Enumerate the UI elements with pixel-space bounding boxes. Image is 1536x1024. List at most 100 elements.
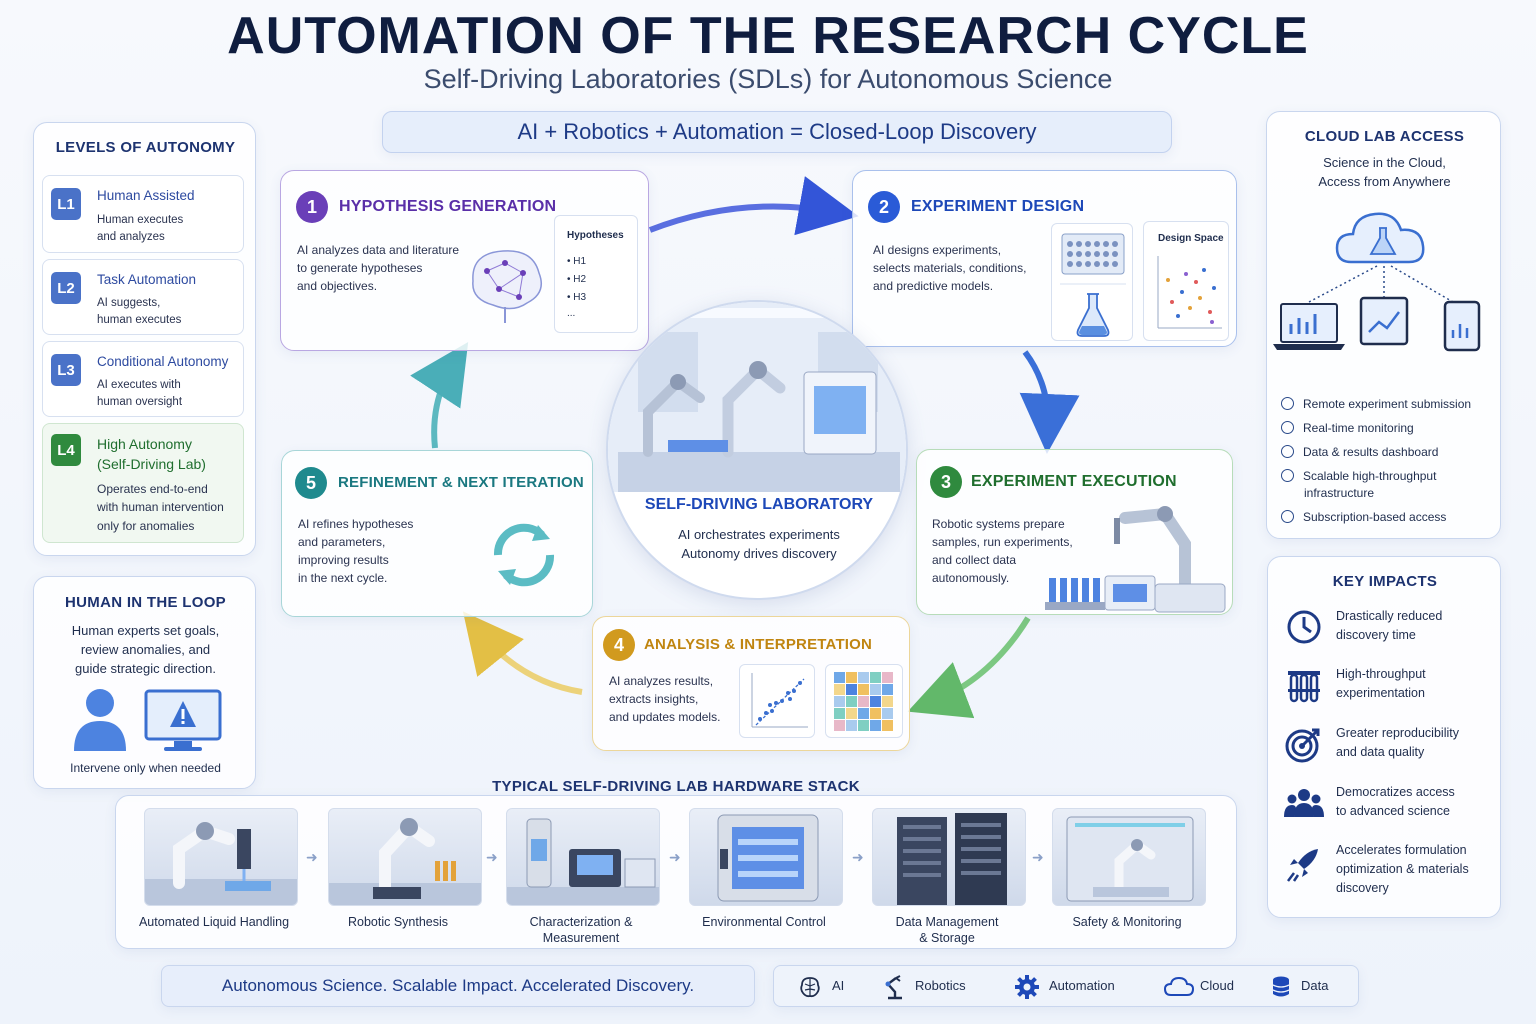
- hub-title: SELF-DRIVING LABORATORY: [644, 496, 874, 513]
- level-card-l4: L4 High Autonomy (Self-Driving Lab) Oper…: [42, 423, 244, 543]
- hardware-label: Characterization &Measurement: [529, 915, 633, 945]
- step-number: 2: [868, 191, 900, 223]
- step-desc-line: extracts insights,: [609, 692, 699, 706]
- check-icon: [1281, 510, 1294, 523]
- level-desc: Operates end-to-end: [97, 482, 208, 496]
- step-desc-line: autonomously.: [932, 571, 1010, 585]
- page-title: AUTOMATION OF THE RESEARCH CYCLE: [227, 7, 1309, 65]
- step-title: REFINEMENT & NEXT ITERATION: [338, 474, 584, 491]
- step-title: EXPERIMENT EXECUTION: [971, 473, 1177, 490]
- page-subtitle: Self-Driving Laboratories (SDLs) for Aut…: [423, 64, 1113, 94]
- step-desc-line: improving results: [298, 553, 389, 567]
- step-number: 3: [930, 466, 962, 498]
- step-title: ANALYSIS & INTERPRETATION: [644, 636, 873, 653]
- hardware-label: Automated Liquid Handling: [138, 915, 290, 929]
- cloud-feature: Real-time monitoring: [1281, 420, 1414, 437]
- step-desc-line: selects materials, conditions,: [873, 261, 1027, 275]
- step-desc-line: and predictive models.: [873, 279, 994, 293]
- step-desc-line: to generate hypotheses: [297, 261, 423, 275]
- level-desc: human oversight: [97, 396, 183, 408]
- step-desc-line: AI refines hypotheses: [298, 517, 414, 531]
- cloud-feature: Remote experiment submission: [1281, 396, 1471, 413]
- cloud-feature: Subscription-based access: [1281, 509, 1446, 526]
- cloud-icon: [1163, 976, 1195, 996]
- human-loop-title: HUMAN IN THE LOOP: [65, 594, 226, 611]
- levels-title: LEVELS OF AUTONOMY: [55, 139, 236, 156]
- hw-arrow-icon: ➜: [486, 850, 498, 866]
- check-icon: [1281, 397, 1294, 410]
- level-badge: L2: [51, 272, 81, 304]
- cloud-devices-illustration: [1273, 212, 1481, 352]
- characterization-image: [506, 808, 660, 906]
- step-desc-line: and updates models.: [609, 710, 721, 724]
- tech-label-ai: AI: [832, 978, 845, 993]
- step-number: 5: [295, 467, 327, 499]
- target-icon: [1285, 728, 1320, 763]
- heatmap-icon: [834, 672, 893, 731]
- levels-of-autonomy-panel: LEVELS OF AUTONOMY L1 Human Assisted Hum…: [33, 122, 256, 556]
- closed-loop-banner: AI + Robotics + Automation = Closed-Loop…: [382, 111, 1172, 153]
- human-loop-caption: Intervene only when needed: [70, 761, 221, 775]
- hypothesis-item: H3: [573, 292, 587, 303]
- hardware-label: Environmental Control: [702, 915, 826, 929]
- rocket-icon: [1287, 849, 1318, 882]
- person-icon: [74, 689, 126, 751]
- database-icon: [1272, 976, 1290, 997]
- footer-tagline: Autonomous Science. Scalable Impact. Acc…: [161, 965, 755, 1007]
- hardware-label: Robotic Synthesis: [347, 915, 449, 929]
- step-desc-line: Robotic systems prepare: [932, 517, 1065, 531]
- robot-arm-icon: [885, 975, 902, 1000]
- hardware-title: TYPICAL SELF-DRIVING LAB HARDWARE STACK: [492, 778, 860, 795]
- step-desc-line: and parameters,: [298, 535, 386, 549]
- level-name: Human Assisted: [97, 188, 195, 203]
- level-name: (Self-Driving Lab): [97, 456, 206, 472]
- level-desc: AI executes with: [97, 379, 181, 391]
- hardware-label: Safety & Monitoring: [1072, 915, 1182, 929]
- hub-text: AI orchestrates experiments: [678, 527, 840, 542]
- environmental-control-image: [689, 808, 843, 906]
- tech-label-automation: Automation: [1049, 978, 1115, 993]
- step-desc-line: AI analyzes data and literature: [297, 243, 460, 257]
- step-desc-line: AI designs experiments,: [873, 243, 1002, 257]
- hw-arrow-icon: ➜: [306, 850, 318, 866]
- well-plate-flask-icon: [1060, 233, 1126, 337]
- check-icon: [1281, 445, 1294, 458]
- scatter-result-card: [739, 664, 815, 738]
- liquid-handling-image: [144, 808, 298, 906]
- cloud-feature: Data & results dashboard: [1281, 444, 1438, 461]
- hypothesis-more: ...: [567, 308, 576, 319]
- step-desc-line: and collect data: [932, 553, 1017, 567]
- step-desc-line: AI analyzes results,: [609, 674, 714, 688]
- step-refinement-next-iteration: 5 REFINEMENT & NEXT ITERATION AI refines…: [281, 450, 593, 617]
- level-desc: human executes: [97, 314, 182, 326]
- impacts-title: KEY IMPACTS: [1332, 573, 1438, 590]
- level-name: Conditional Autonomy: [97, 354, 229, 369]
- level-name: High Autonomy: [97, 436, 192, 452]
- brain-network-icon: [472, 250, 542, 323]
- technology-bar: AI Robotics Automation Cloud Data: [773, 965, 1359, 1007]
- level-desc: and analyzes: [97, 231, 165, 243]
- self-driving-lab-hub: SELF-DRIVING LABORATORY AI orchestrates …: [606, 300, 908, 600]
- cloud-subtitle: Science in the Cloud,: [1323, 155, 1446, 170]
- human-in-the-loop-panel: HUMAN IN THE LOOP Human experts set goal…: [33, 576, 256, 789]
- tech-label-robotics: Robotics: [915, 978, 966, 993]
- arrow-2-to-3: [1019, 350, 1080, 454]
- tech-label-data: Data: [1301, 978, 1329, 993]
- step-desc-line: samples, run experiments,: [932, 535, 1073, 549]
- step-desc-line: and objectives.: [297, 279, 378, 293]
- level-name: Task Automation: [97, 272, 197, 287]
- step-desc-line: in the next cycle.: [298, 571, 388, 585]
- level-badge: L3: [51, 354, 81, 386]
- heatmap-result-card: [825, 664, 903, 738]
- step-hypothesis-generation: 1 HYPOTHESIS GENERATION AI analyzes data…: [280, 170, 649, 351]
- robotic-synthesis-image: [328, 808, 482, 906]
- check-icon: [1281, 421, 1294, 434]
- human-loop-text: guide strategic direction.: [75, 661, 216, 676]
